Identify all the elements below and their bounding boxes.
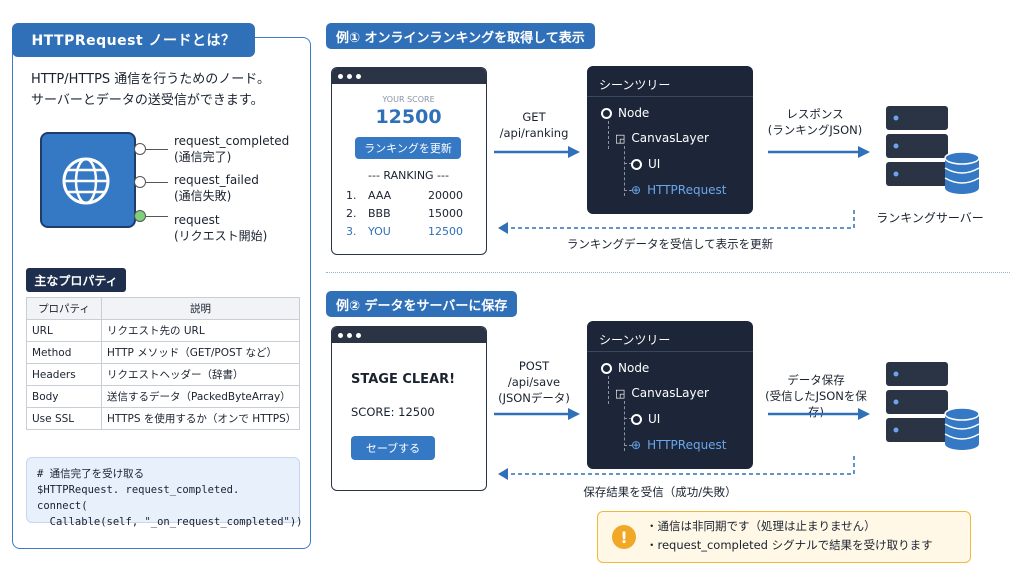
signal-request: request (リクエスト開始) (174, 213, 268, 243)
example1-game-window: YOUR SCORE 12500 ランキングを更新 --- RANKING --… (331, 67, 487, 255)
score-label: YOUR SCORE (382, 95, 435, 104)
table-row: URL リクエスト先の URL (26, 319, 300, 342)
server-icon (886, 362, 980, 450)
tree-node-ui: UI (631, 412, 660, 426)
score-text: SCORE: 12500 (351, 405, 435, 419)
save-button[interactable]: セーブする (351, 436, 435, 460)
ranking-title: --- RANKING --- (368, 169, 449, 182)
arrow-right-icon (494, 146, 580, 158)
signal-request-failed: request_failed (通信失敗) (174, 173, 259, 203)
globe-icon: ⊕ (631, 438, 642, 452)
arrow-right-icon (494, 408, 580, 420)
node-circle-icon (601, 107, 612, 119)
node-description: HTTP/HTTPS 通信を行うためのノード。 サーバーとデータの送受信ができま… (31, 72, 271, 108)
code-snippet: # 通信完了を受け取る $HTTPRequest. request_comple… (26, 457, 303, 528)
signal-port-request (134, 210, 146, 222)
ex1-response-label: レスポンス (ランキングJSON) (767, 107, 863, 137)
scene-tree-1: シーンツリー Node ◲CanvasLayer UI ⊕HTTPRequest (587, 66, 753, 214)
table-row: Method HTTP メソッド（GET/POST など） (26, 341, 300, 364)
arrow-right-icon (768, 146, 870, 158)
ex2-request-label: POST /api/save (JSONデータ) (498, 359, 570, 405)
canvaslayer-icon: ◲ (615, 386, 626, 400)
signal-connector (146, 216, 168, 217)
warning-icon: ! (612, 525, 636, 549)
return-arrow (498, 210, 855, 234)
window-titlebar (332, 327, 486, 343)
example1-title: 例① オンラインランキングを取得して表示 (326, 23, 595, 49)
section-divider (326, 272, 1010, 273)
canvaslayer-icon: ◲ (615, 131, 626, 145)
score-value: 12500 (375, 106, 442, 128)
table-header-row: プロパティ 説明 (26, 297, 300, 320)
signal-connector (146, 182, 168, 183)
refresh-ranking-button[interactable]: ランキングを更新 (355, 137, 461, 159)
signal-port-failed (134, 176, 146, 188)
table-row: Use SSL HTTPS を使用するか（オンで HTTPS） (26, 407, 300, 430)
tree-node-ui: UI (631, 157, 660, 171)
example2-game-window: STAGE CLEAR! SCORE: 12500 セーブする (331, 326, 487, 491)
note-text: ・通信は非同期です（処理は止まりません） ・request_completed … (646, 519, 933, 552)
return-arrow (498, 456, 855, 480)
tree-node-node: Node (601, 106, 649, 120)
arrow-right-icon (768, 408, 870, 420)
tree-node-node: Node (601, 361, 649, 375)
ex1-return-label: ランキングデータを受信して表示を更新 (566, 237, 774, 251)
globe-icon (62, 157, 110, 205)
window-titlebar (332, 68, 486, 84)
tree-node-canvaslayer: ◲CanvasLayer (615, 131, 709, 145)
signal-port-completed (134, 143, 146, 155)
tree-node-httprequest: ⊕HTTPRequest (631, 438, 727, 452)
server-label: ランキングサーバー (876, 211, 984, 225)
globe-icon: ⊕ (631, 183, 642, 197)
example2-title: 例② データをサーバーに保存 (326, 291, 518, 317)
ex2-response-label: データ保存 (受信したJSONを保存) (765, 373, 867, 419)
table-row: Body 送信するデータ（PackedByteArray） (26, 385, 300, 408)
tree-node-canvaslayer: ◲CanvasLayer (615, 386, 709, 400)
properties-title: 主なプロパティ (26, 268, 126, 292)
signal-request-completed: request_completed (通信完了) (174, 134, 290, 164)
list-item-you: 3. YOU 12500 (346, 225, 463, 238)
httprequest-node-box (40, 132, 136, 228)
list-item: 1. AAA 20000 (346, 189, 463, 202)
node-circle-icon (631, 413, 642, 425)
server-icon (886, 106, 980, 194)
ex2-return-label: 保存結果を受信（成功/失敗） (583, 485, 737, 499)
node-circle-icon (631, 158, 642, 170)
tree-node-httprequest: ⊕HTTPRequest (631, 183, 727, 197)
properties-table: プロパティ 説明 URL リクエスト先の URL Method HTTP メソッ… (26, 297, 300, 430)
stage-clear-text: STAGE CLEAR! (351, 372, 456, 387)
node-circle-icon (601, 362, 612, 374)
table-row: Headers リクエストヘッダー（辞書） (26, 363, 300, 386)
ex1-request-label: GET /api/ranking (499, 110, 569, 140)
note-box (597, 511, 971, 563)
scene-tree-2: シーンツリー Node ◲CanvasLayer UI ⊕HTTPRequest (587, 321, 753, 469)
signal-connector (146, 149, 168, 150)
list-item: 2. BBB 15000 (346, 207, 463, 220)
left-panel-title: HTTPRequest ノードとは？ (12, 23, 255, 57)
